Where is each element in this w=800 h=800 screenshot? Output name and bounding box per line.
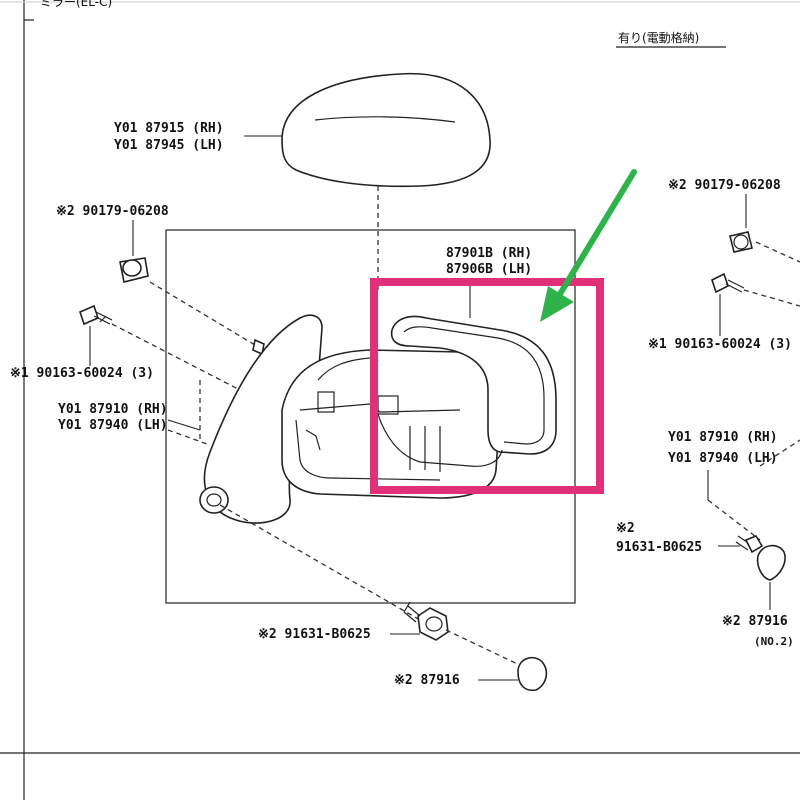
highlight-box: [370, 278, 604, 494]
label-cap-right: ※2 87916: [722, 614, 788, 629]
label-screw-left: ※1 90163-60024 (3): [10, 366, 154, 381]
screw-right: [711, 272, 745, 294]
label-housing-left-rh: Y01 87910 (RH): [58, 402, 168, 417]
label-housing-left-lh: Y01 87940 (LH): [58, 418, 168, 433]
label-cap-right-sub: (NO.2): [754, 635, 794, 648]
nut-left: [119, 257, 149, 283]
label-nut-left: ※2 90179-06208: [56, 204, 169, 219]
option-note: 有り(電動格納): [618, 30, 699, 45]
label-frame-rh: 87901B (RH): [446, 246, 532, 261]
screw-left: [79, 304, 113, 326]
bolt-right: [735, 535, 764, 554]
label-housing-right-lh: Y01 87940 (LH): [668, 451, 778, 466]
label-bolt-bottom: ※2 91631-B0625: [258, 627, 371, 642]
label-frame-lh: 87906B (LH): [446, 262, 532, 277]
mirror-cover: [281, 72, 491, 188]
cut-title: ミラー(EL-C): [40, 0, 112, 9]
label-cover-rh: Y01 87915 (RH): [114, 121, 224, 136]
cap-right: [756, 544, 786, 581]
label-screw-right: ※1 90163-60024 (3): [648, 337, 792, 352]
label-cap-bottom: ※2 87916: [394, 673, 460, 688]
bolt-bottom: [403, 601, 449, 641]
label-nut-right: ※2 90179-06208: [668, 178, 781, 193]
label-bolt-right-mark: ※2: [616, 521, 635, 536]
highlight-arrow: [540, 169, 637, 322]
label-housing-right-rh: Y01 87910 (RH): [668, 430, 778, 445]
mirror-base: [199, 314, 503, 524]
nut-right: [729, 231, 753, 253]
assembly-frame: [165, 229, 576, 604]
label-bolt-right-num: 91631-B0625: [616, 540, 702, 555]
cap-bottom: [517, 656, 548, 692]
label-cover-lh: Y01 87945 (LH): [114, 138, 224, 153]
